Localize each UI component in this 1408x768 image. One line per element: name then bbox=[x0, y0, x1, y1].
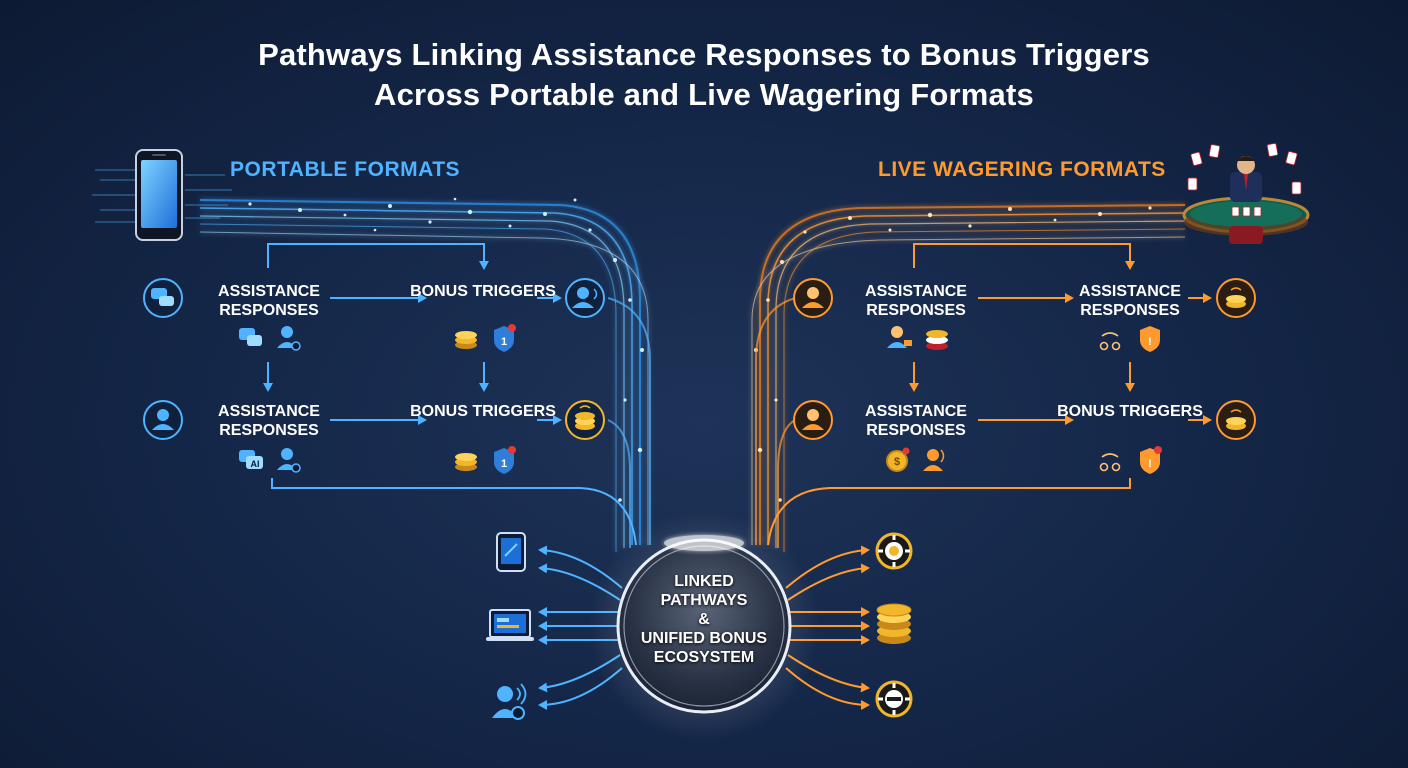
live-stream bbox=[751, 204, 1186, 552]
live-row2-left-label: ASSISTANCE RESPONSES bbox=[865, 403, 967, 439]
link-icon-small-2 bbox=[1099, 453, 1121, 472]
live-shield-badge-2: ! bbox=[1148, 458, 1152, 470]
user-circle-icon bbox=[143, 400, 183, 440]
portable-row1-left-label: ASSISTANCE RESPONSES bbox=[218, 283, 320, 319]
hub-label-line-1: LINKED bbox=[674, 573, 734, 590]
coins-stack-icon bbox=[565, 400, 605, 440]
casino-chip-icon bbox=[875, 532, 913, 570]
live-heading: LIVE WAGERING FORMATS bbox=[878, 158, 1166, 181]
portable-heading: PORTABLE FORMATS bbox=[230, 158, 461, 181]
shield-alert-icon-live-2: ! bbox=[1140, 446, 1162, 474]
live-row1-left-label: ASSISTANCE RESPONSES bbox=[865, 283, 967, 319]
live-row1-right-label: ASSISTANCE RESPONSES bbox=[1079, 283, 1181, 319]
shield-alert-icon: 1 bbox=[494, 324, 516, 352]
shield-alert-icon-2: 1 bbox=[494, 446, 516, 474]
portable-row2-right-label: BONUS TRIGGERS bbox=[410, 403, 556, 420]
portable-row1-right-label: BONUS TRIGGERS bbox=[410, 283, 556, 300]
casino-chip-icon-2 bbox=[875, 680, 913, 718]
shield-badge-text-2: 1 bbox=[501, 458, 507, 470]
ai-chat-icon: AI bbox=[239, 450, 263, 469]
main-title-line-1: Pathways Linking Assistance Responses to… bbox=[258, 37, 1150, 72]
dealer-agent-icon-small bbox=[887, 326, 912, 348]
user-alert-icon bbox=[923, 449, 945, 471]
user-support-icon-small-2 bbox=[277, 448, 301, 473]
coin-dollar-icon: $ bbox=[886, 447, 910, 472]
hub-label-line-5: ECOSYSTEM bbox=[653, 649, 755, 666]
portable-row2-left-label: ASSISTANCE RESPONSES bbox=[218, 403, 320, 439]
coins-icon-live-2 bbox=[1216, 400, 1256, 440]
portable-sparkles bbox=[248, 197, 644, 502]
hub-label: LINKED PATHWAYS & UNIFIED BONUS ECOSYSTE… bbox=[619, 572, 789, 667]
chat-icon-small bbox=[239, 328, 262, 346]
tablet-icon bbox=[496, 532, 526, 572]
user-headset-icon bbox=[565, 278, 605, 318]
portable-connectors bbox=[263, 243, 651, 548]
hub-label-line-3: & bbox=[698, 611, 710, 628]
dealer-table-icon bbox=[1182, 143, 1310, 244]
live-sparkles bbox=[754, 206, 1152, 502]
hub-label-line-4: UNIFIED BONUS bbox=[640, 630, 768, 647]
chip-stack-icon-small bbox=[926, 330, 948, 350]
shield-alert-icon-live: ! bbox=[1140, 326, 1160, 352]
link-icon-small bbox=[1099, 332, 1121, 351]
agent-icon bbox=[793, 278, 833, 318]
shield-badge-text: 1 bbox=[501, 336, 507, 348]
hub-circle bbox=[589, 511, 819, 741]
chat-bubbles-icon bbox=[143, 278, 183, 318]
user-support-icon bbox=[492, 683, 527, 720]
ai-badge-text: AI bbox=[251, 459, 260, 469]
hub-label-line-2: PATHWAYS bbox=[660, 592, 748, 609]
live-connectors bbox=[755, 243, 1212, 548]
coins-icon-2 bbox=[455, 453, 477, 471]
coins-icon bbox=[455, 331, 477, 349]
main-title-line-2: Across Portable and Live Wagering Format… bbox=[374, 77, 1034, 112]
coins-icon-live bbox=[1216, 278, 1256, 318]
user-support-icon-small bbox=[277, 326, 301, 351]
live-shield-badge: ! bbox=[1148, 336, 1152, 348]
laptop-icon bbox=[486, 609, 534, 641]
live-row2-right-label: BONUS TRIGGERS bbox=[1057, 403, 1203, 420]
chip-stack-icon bbox=[876, 603, 912, 644]
coin-badge-text: $ bbox=[894, 456, 900, 468]
smartphone-icon bbox=[92, 149, 232, 241]
agent-icon-2 bbox=[793, 400, 833, 440]
portable-stream bbox=[199, 199, 649, 552]
